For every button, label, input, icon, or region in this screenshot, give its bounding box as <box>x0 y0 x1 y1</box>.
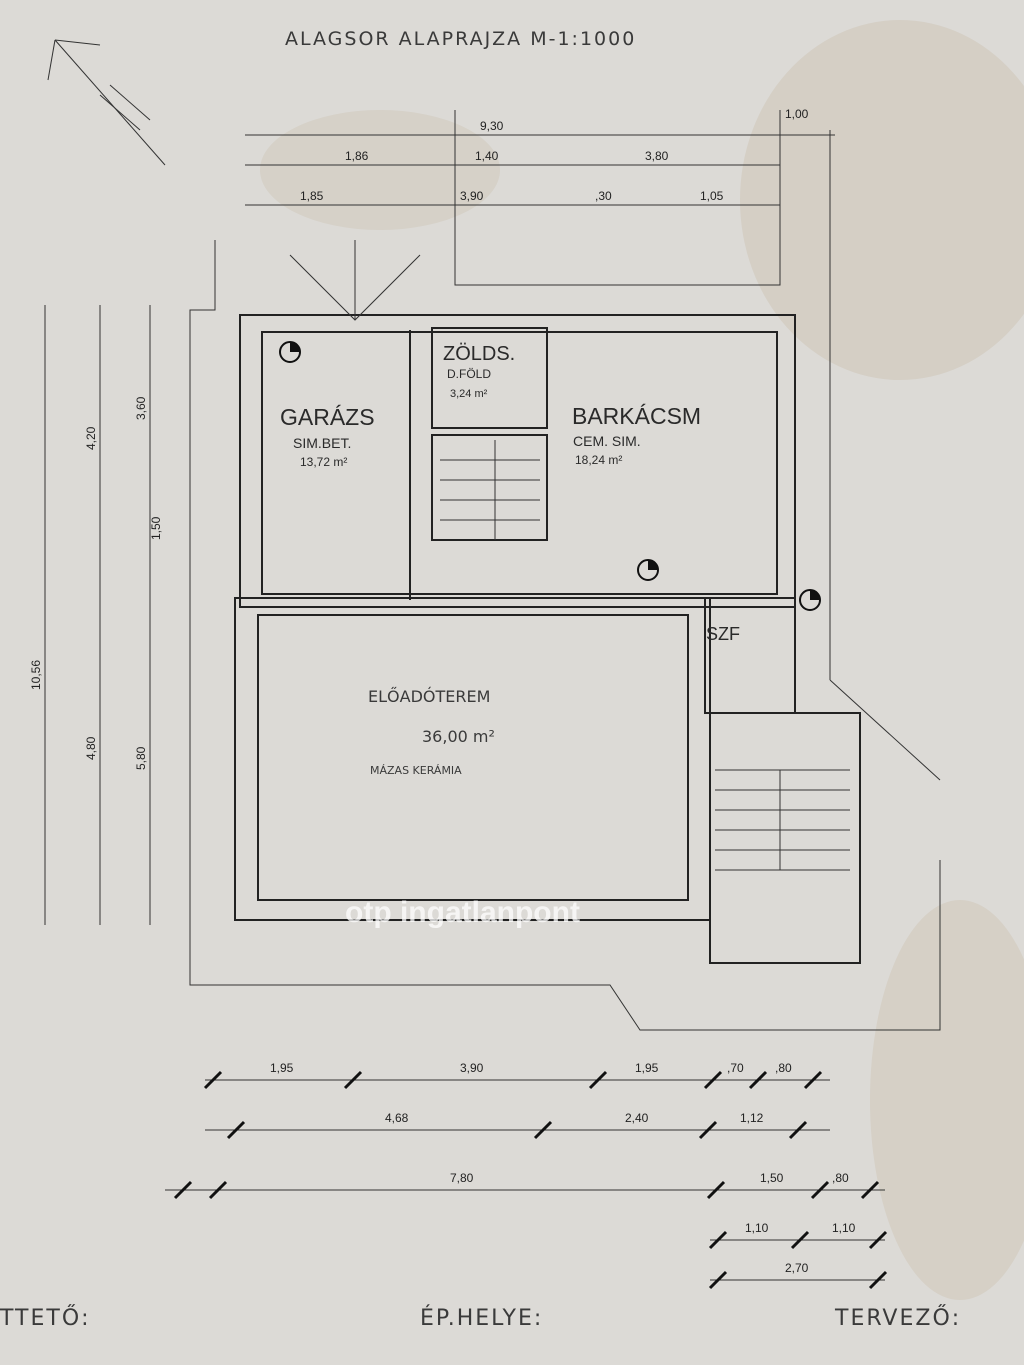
room-floor-garage: SIM.BET. <box>293 435 351 451</box>
dim-label: 1,85 <box>300 189 324 203</box>
dim-label: 4,20 <box>84 426 98 450</box>
room-name-workshop: BARKÁCSM <box>572 403 701 429</box>
level-mark-icon <box>637 559 659 581</box>
paper-stain <box>260 110 500 230</box>
garage-door <box>289 240 421 321</box>
room-name-storage: ZÖLDS. <box>443 343 515 365</box>
paper-stain <box>870 900 1024 1300</box>
dim-label: 10,56 <box>29 660 43 690</box>
dimension-lines-bottom <box>165 1079 885 1281</box>
north-arrow-icon <box>47 39 166 166</box>
dim-label: 3,80 <box>645 149 669 163</box>
dim-label: 9,30 <box>480 119 504 133</box>
dim-label: ,80 <box>775 1061 792 1075</box>
dim-label: ,70 <box>727 1061 744 1075</box>
dim-label: ,30 <box>595 189 612 203</box>
dim-label: 2,40 <box>625 1111 649 1125</box>
dim-label: 3,90 <box>460 1061 484 1075</box>
dim-label: 3,60 <box>134 396 148 420</box>
dim-label: 1,12 <box>740 1111 764 1125</box>
room-floor-hall: MÁZAS KERÁMIA <box>370 764 462 777</box>
dim-label: 1,50 <box>149 516 163 540</box>
dim-label: 7,80 <box>450 1171 474 1185</box>
room-floor-storage: D.FÖLD <box>447 367 491 381</box>
room-area-storage: 3,24 m² <box>450 388 488 400</box>
room-area-garage: 13,72 m² <box>300 455 347 469</box>
footer-site: ÉP.HELYE: <box>420 1305 543 1331</box>
level-mark-icon <box>279 341 301 363</box>
dim-label: 1,10 <box>832 1221 856 1235</box>
plan-title: ALAGSOR ALAPRAJZA M-1:1000 <box>285 28 636 50</box>
dim-label: ,80 <box>832 1171 849 1185</box>
room-area-hall: 36,00 m² <box>422 727 495 746</box>
dim-label: 4,68 <box>385 1111 409 1125</box>
dim-label: 1,05 <box>700 189 724 203</box>
room-name-hall: ELŐADÓTEREM <box>368 686 490 706</box>
site-boundary <box>189 110 941 1031</box>
dim-label: 1,95 <box>270 1061 294 1075</box>
dimension-ticks <box>173 1070 888 1290</box>
dim-label: 1,40 <box>475 149 499 163</box>
footer-roof: TTETŐ: <box>0 1305 91 1331</box>
dim-label: 3,90 <box>460 189 484 203</box>
level-mark-icon <box>799 589 821 611</box>
footer-designer: TERVEZŐ: <box>834 1305 961 1331</box>
dim-label: 1,10 <box>745 1221 769 1235</box>
paper-stain <box>740 20 1024 380</box>
dim-label: 2,70 <box>785 1261 809 1275</box>
dimension-lines-left <box>44 305 151 925</box>
room-area-workshop: 18,24 m² <box>575 453 622 467</box>
watermark: otp ingatlanpont <box>345 896 580 929</box>
room-name-wc: SZF <box>706 624 740 644</box>
room-name-garage: GARÁZS <box>280 404 375 430</box>
dim-label: 1,86 <box>345 149 369 163</box>
room-floor-workshop: CEM. SIM. <box>573 433 641 449</box>
dim-label: 4,80 <box>84 736 98 760</box>
dim-label: 1,95 <box>635 1061 659 1075</box>
staircase <box>440 440 850 871</box>
dimension-lines-top <box>245 134 835 206</box>
walls <box>234 314 861 964</box>
dim-label: 5,80 <box>134 746 148 770</box>
dim-label: 1,50 <box>760 1171 784 1185</box>
dim-label: 1,00 <box>785 107 809 121</box>
